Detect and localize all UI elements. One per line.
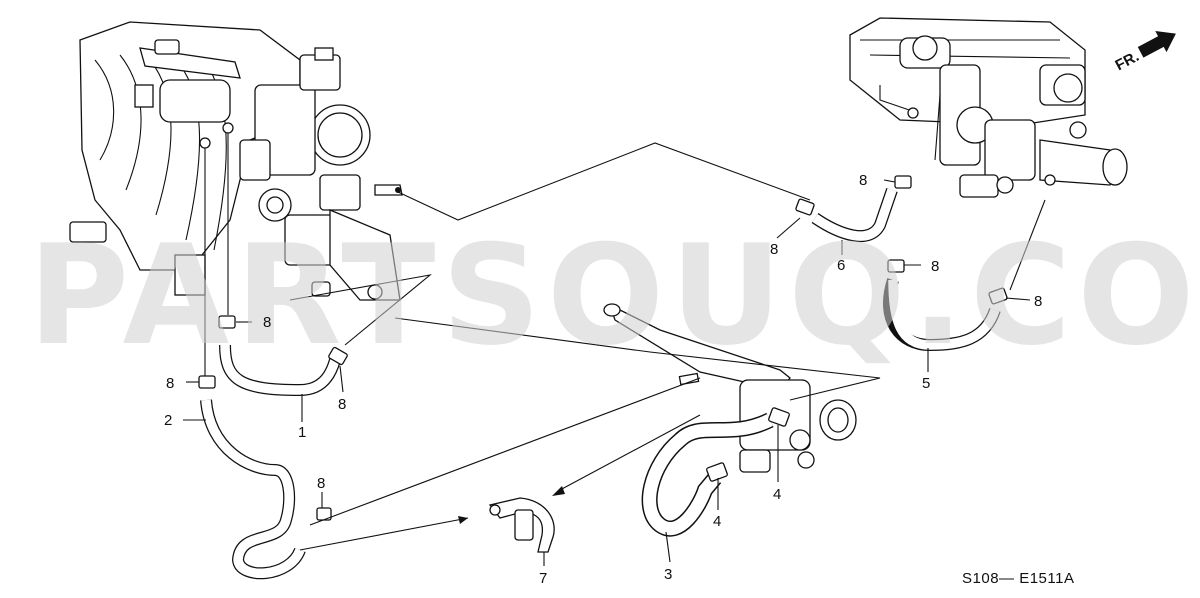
callout-leaders	[183, 179, 1031, 566]
front-direction-indicator: FR.	[1113, 30, 1176, 74]
front-label: FR.	[1113, 48, 1142, 74]
callout-5[interactable]: 5	[922, 375, 930, 392]
callout-4[interactable]: 4	[713, 513, 721, 530]
diagram-code: S108— E1511A	[962, 570, 1074, 587]
watermark-text: PARTSOUQ.COM	[28, 215, 1200, 376]
reference-lines	[289, 142, 881, 551]
callout-4[interactable]: 4	[773, 486, 781, 503]
callout-1[interactable]: 1	[298, 424, 306, 441]
callout-8[interactable]: 8	[770, 241, 778, 258]
callout-2[interactable]: 2	[164, 412, 172, 429]
callout-8[interactable]: 8	[317, 475, 325, 492]
hose-clamps	[198, 175, 1008, 521]
hoses	[200, 188, 1001, 580]
callout-6[interactable]: 6	[837, 257, 845, 274]
engine-intake-assembly	[69, 21, 403, 380]
callout-8[interactable]: 8	[1034, 293, 1042, 310]
callout-8[interactable]: 8	[859, 172, 867, 189]
callout-8[interactable]: 8	[338, 396, 346, 413]
front-arrow-icon	[1137, 30, 1176, 58]
callout-numbers: 8 8 8 2 1 8 7 3 4 4 8 8 6 8 8 5	[164, 172, 1042, 587]
callout-8[interactable]: 8	[263, 314, 271, 331]
cylinder-head-assembly	[849, 17, 1128, 291]
callout-7[interactable]: 7	[539, 570, 547, 587]
callout-8[interactable]: 8	[931, 258, 939, 275]
callout-3[interactable]: 3	[664, 566, 672, 583]
callout-8[interactable]: 8	[166, 375, 174, 392]
hose-holder-bracket	[488, 497, 555, 553]
